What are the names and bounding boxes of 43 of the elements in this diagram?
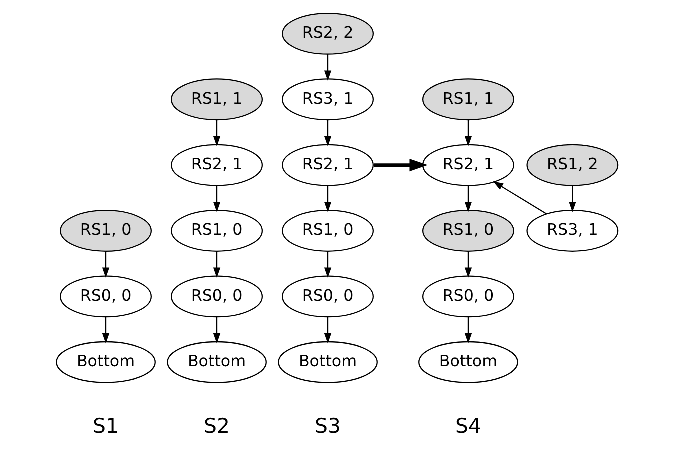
node-ellipse: RS2, 2 [282, 12, 374, 54]
node-ellipse: RS3, 1 [282, 78, 374, 120]
arrow [324, 185, 332, 212]
node-ellipse: RS1, 0 [282, 210, 374, 252]
node-ellipse: RS1, 0 [60, 210, 152, 252]
arrow [324, 316, 332, 344]
arrow [493, 181, 548, 214]
arrow [213, 185, 221, 212]
arrow [569, 185, 576, 212]
node-ellipse: RS1, 2 [526, 144, 619, 186]
arrow [213, 120, 221, 146]
node-ellipse: RS2, 1 [171, 144, 263, 186]
arrow [102, 251, 110, 278]
arrow [324, 251, 332, 278]
arrow [464, 120, 472, 146]
node-ellipse: RS1, 1 [171, 78, 263, 120]
node-ellipse: RS1, 0 [422, 210, 514, 252]
arrow [464, 185, 472, 212]
label: S3 [315, 414, 341, 438]
node-ellipse: RS2, 1 [422, 144, 514, 186]
arrow [464, 316, 472, 344]
node-ellipse: RS0, 0 [282, 275, 374, 318]
arrow [464, 251, 472, 278]
arrow [374, 158, 428, 172]
label: S4 [456, 414, 482, 438]
label: S1 [93, 414, 119, 438]
arrow [324, 120, 332, 146]
node-ellipse: RS2, 1 [282, 144, 374, 186]
arrow [213, 251, 221, 278]
label: S2 [204, 414, 230, 438]
node-ellipse: RS1, 1 [422, 78, 514, 120]
node-ellipse: RS1, 0 [171, 210, 263, 252]
node-ellipse: RS3, 1 [526, 210, 619, 252]
node-ellipse: RS0, 0 [422, 275, 514, 318]
node-ellipse: Bottom [278, 340, 378, 383]
node-ellipse: Bottom [167, 340, 267, 383]
node-ellipse: Bottom [418, 340, 518, 383]
node-ellipse: Bottom [56, 340, 156, 383]
arrow [324, 54, 332, 80]
node-ellipse: RS0, 0 [171, 275, 263, 318]
arrow [213, 316, 221, 344]
arrow [102, 316, 110, 344]
node-ellipse: RS0, 0 [60, 275, 152, 318]
